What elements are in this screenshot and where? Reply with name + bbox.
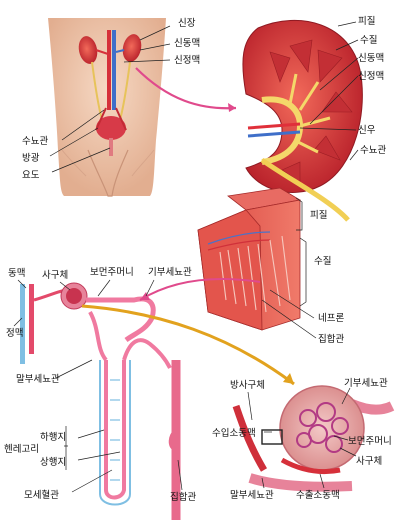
label-glomerulus: 사구체 bbox=[42, 270, 69, 281]
label-medulla: 수질 bbox=[360, 35, 378, 46]
glomerulus-detail bbox=[232, 385, 395, 492]
kidneys-in-body bbox=[78, 30, 142, 156]
label-distal-tubule: 말부세뇨관 bbox=[16, 374, 60, 385]
label-medulla-block: 수질 bbox=[314, 256, 332, 267]
label-afferent-arteriole: 수입소동맥 bbox=[212, 428, 256, 439]
label-loop-of-henle: 헨레고리 bbox=[4, 444, 39, 455]
label-efferent-arteriole: 수출소동맥 bbox=[296, 490, 340, 501]
label-renal-vein: 신정맥 bbox=[174, 55, 201, 66]
label-artery: 동맥 bbox=[8, 268, 26, 279]
label-kidney: 신장 bbox=[178, 18, 196, 29]
label-ascending-limb: 상행지 bbox=[40, 457, 67, 468]
arrow-torso-to-kidney bbox=[135, 67, 237, 110]
label-glomerulus-detail: 사구체 bbox=[356, 456, 383, 467]
label-ureter-right: 수뇨관 bbox=[360, 145, 387, 156]
label-collecting-duct: 집합관 bbox=[318, 334, 345, 345]
label-renal-vein-section: 신정맥 bbox=[358, 71, 385, 82]
arrow-block-to-nephron bbox=[139, 278, 261, 301]
label-proximal-tubule-detail: 기부세뇨관 bbox=[344, 378, 388, 389]
label-nephron: 네프론 bbox=[318, 313, 345, 324]
label-bowmans-capsule-detail: 보먼주머니 bbox=[348, 436, 392, 447]
label-juxtaglomerular: 방사구체 bbox=[230, 380, 265, 391]
label-descending-limb: 하행지 bbox=[40, 432, 67, 443]
label-cortex-block: 피질 bbox=[310, 210, 328, 221]
leader-lines bbox=[13, 21, 359, 493]
label-renal-artery: 신동맥 bbox=[174, 38, 201, 49]
label-collecting-duct-nephron: 집합관 bbox=[170, 492, 197, 503]
label-ureter-left: 수뇨관 bbox=[22, 136, 49, 147]
label-renal-artery-section: 신동맥 bbox=[358, 53, 385, 64]
label-bowmans-capsule: 보먼주머니 bbox=[90, 267, 134, 278]
label-distal-tubule-detail: 말부세뇨관 bbox=[230, 490, 274, 501]
label-vein: 정맥 bbox=[6, 328, 24, 339]
arrow-glomerulus-to-detail bbox=[81, 304, 295, 386]
nephron-illustration bbox=[20, 282, 181, 520]
label-bladder: 방광 bbox=[22, 153, 40, 164]
label-urethra: 요도 bbox=[22, 170, 40, 181]
kidney-cross-section bbox=[242, 19, 363, 222]
label-capillary: 모세혈관 bbox=[24, 490, 59, 501]
label-cortex: 피질 bbox=[358, 16, 376, 27]
tissue-block bbox=[197, 187, 302, 331]
label-proximal-tubule: 기부세뇨관 bbox=[148, 267, 192, 278]
label-renal-pelvis: 신우 bbox=[358, 125, 376, 136]
